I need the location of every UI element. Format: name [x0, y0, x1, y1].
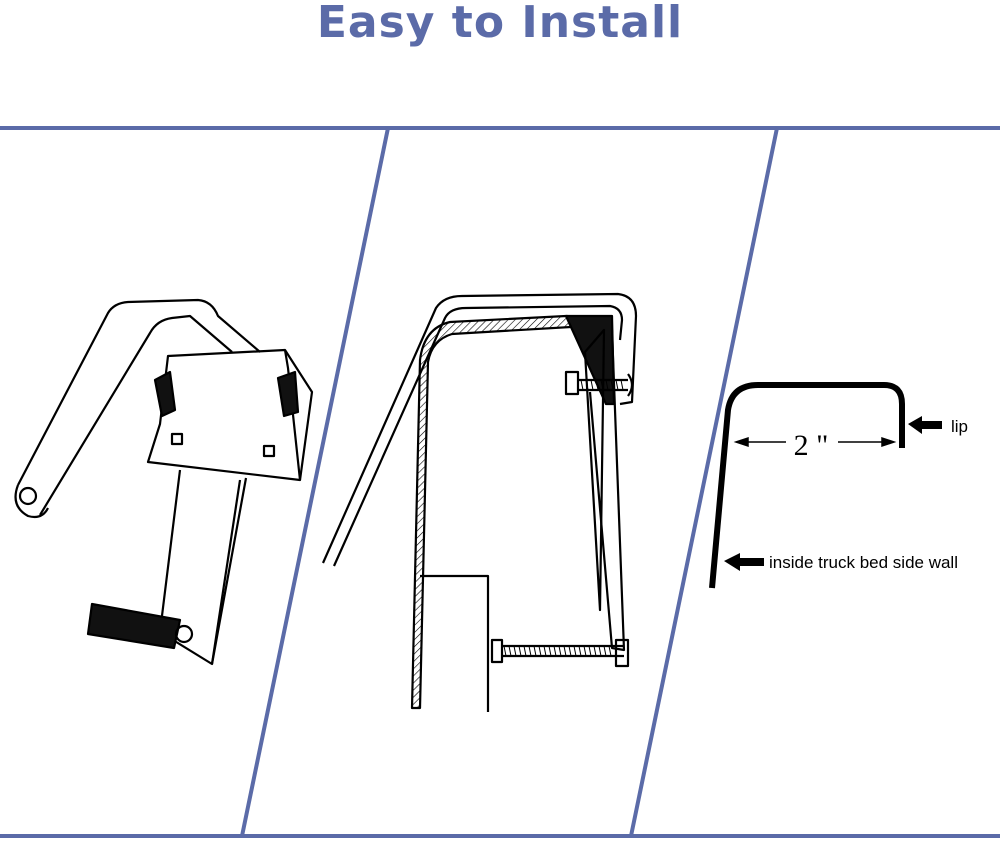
wall-label: inside truck bed side wall — [769, 553, 958, 572]
page-title: Easy to Install — [316, 0, 684, 48]
lower-bolt-threads — [503, 379, 624, 657]
panel-frame — [0, 126, 1000, 838]
lip-label: lip — [951, 417, 968, 436]
wall-arrow-icon — [724, 553, 764, 571]
dimension-line — [733, 436, 897, 448]
mounted-cross-section-drawing — [321, 292, 638, 712]
bracket-assembly-drawing — [14, 298, 314, 666]
dimension-label: 2 " — [794, 429, 829, 462]
lip-arrow-icon — [908, 416, 942, 434]
lip-profile — [709, 382, 905, 589]
